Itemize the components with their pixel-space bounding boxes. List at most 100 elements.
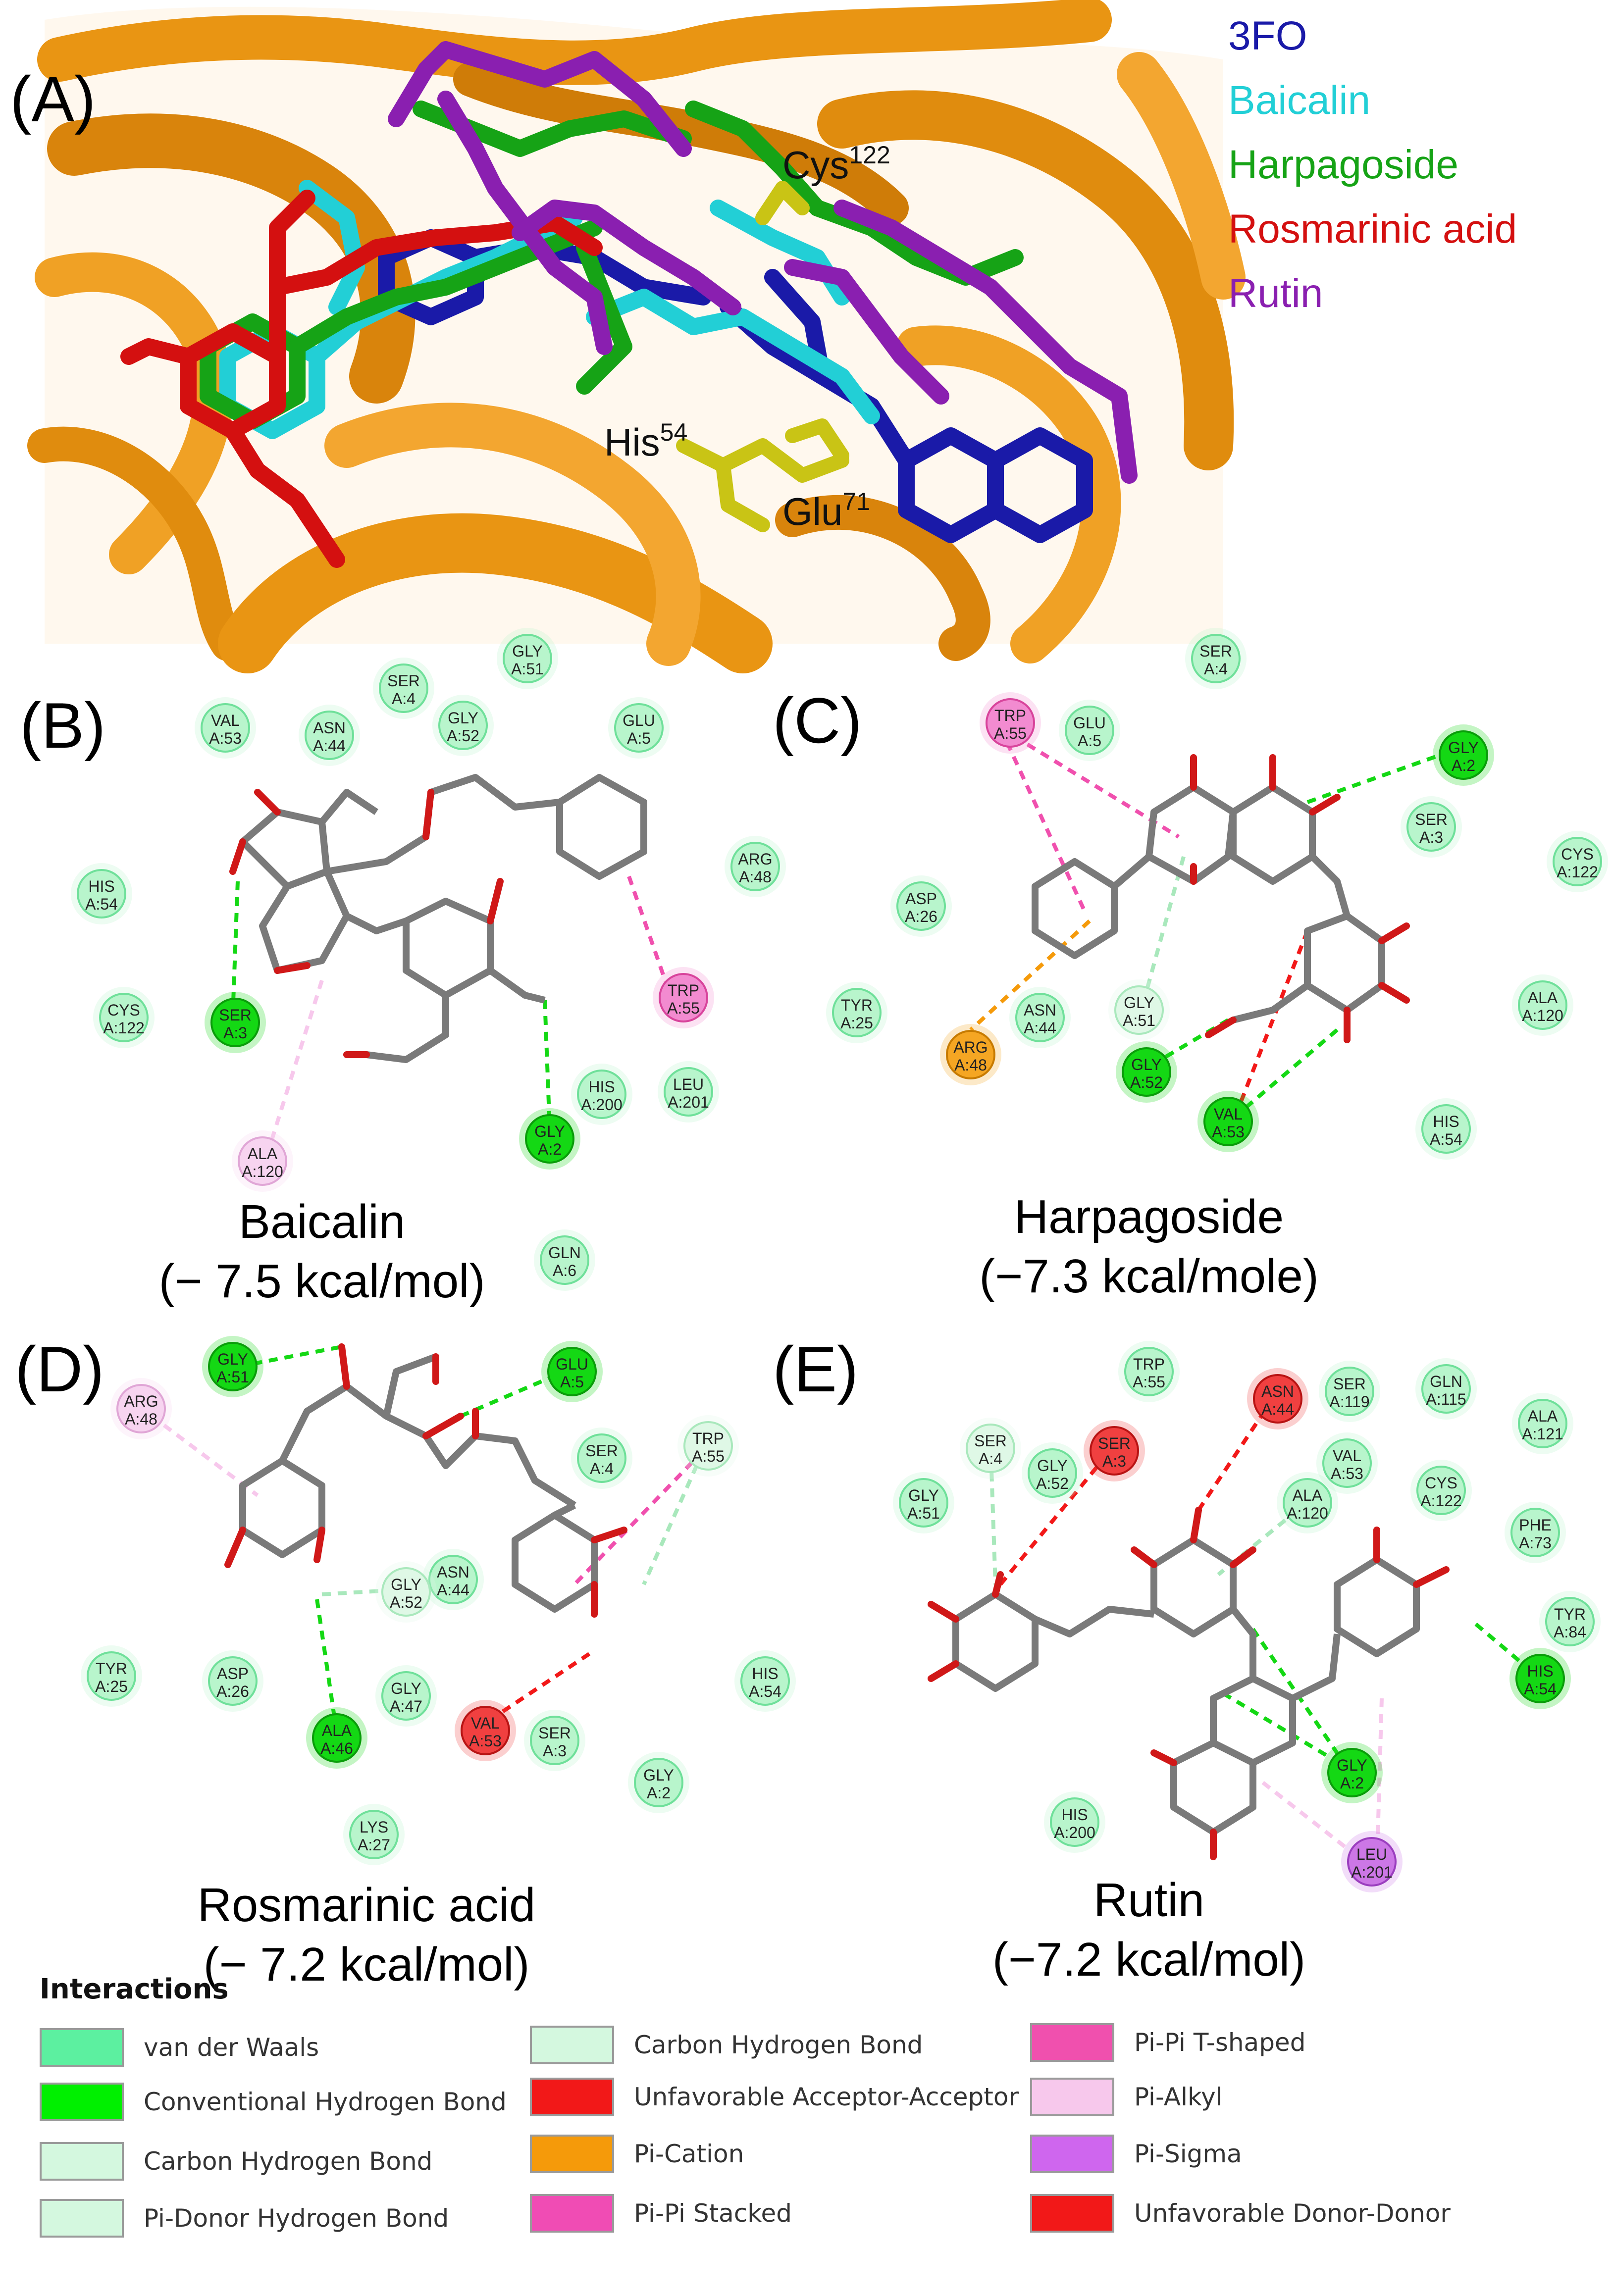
residue-circle xyxy=(238,1136,287,1186)
legend-label: Pi-Donor Hydrogen Bond xyxy=(144,2204,449,2233)
residue-chain-id: A:5 xyxy=(1078,732,1101,750)
residues-e: TRPA:55ASNA:44SERA:119GLNA:115ALAA:121SE… xyxy=(893,1341,1601,1892)
residue-name: LEU xyxy=(1356,1845,1387,1863)
legend-swatch xyxy=(530,2078,614,2116)
molecule-baicalin-oxygens xyxy=(229,789,504,1058)
residue-circle xyxy=(1518,980,1567,1030)
residue-circle xyxy=(614,703,664,753)
residue-name: PHE xyxy=(1519,1516,1552,1534)
residue-circle xyxy=(832,988,882,1037)
residue-chain-id: A:120 xyxy=(242,1163,283,1180)
residue-chain-id: A:25 xyxy=(95,1678,128,1695)
residue-chain-id: A:201 xyxy=(1351,1863,1393,1881)
residue-name: ALA xyxy=(248,1145,278,1163)
residue-circle xyxy=(1421,1104,1471,1154)
legend-rutin: Rutin xyxy=(1228,271,1323,316)
residue-circle xyxy=(634,1758,683,1807)
legend-item: Carbon Hydrogen Bond xyxy=(530,2023,923,2067)
residue-chain-id: A:53 xyxy=(209,729,242,747)
panel-b-ligand-name: Baicalin xyxy=(239,1195,405,1248)
residue-label-glu: Glu71 xyxy=(782,488,870,533)
residue-chain-id: A:48 xyxy=(954,1056,987,1074)
residue-circle xyxy=(1518,1399,1567,1448)
legend-item: Conventional Hydrogen Bond xyxy=(40,2080,507,2124)
ligand-rosmarinic-acid xyxy=(120,190,603,568)
residue-circle xyxy=(577,1433,626,1483)
residue-name: SER xyxy=(1098,1434,1131,1452)
residue-chain-id: A:54 xyxy=(749,1683,781,1700)
residue-circle xyxy=(899,1478,948,1528)
residue-circle xyxy=(1065,706,1114,755)
residue-name: HIS xyxy=(88,877,114,895)
residue-name: GLY xyxy=(1337,1756,1367,1774)
residue-circle xyxy=(1322,1438,1372,1488)
residue-name: SER xyxy=(387,672,420,690)
panel-d-energy: (− 7.2 kcal/mol) xyxy=(204,1938,530,1991)
residue-chain-id: A:4 xyxy=(1204,660,1228,678)
residue-chain-id: A:51 xyxy=(511,660,544,678)
residue-chain-id: A:53 xyxy=(1212,1123,1245,1141)
residue-name: ALA xyxy=(1528,989,1558,1007)
residue-chain-id: A:52 xyxy=(447,727,479,745)
residue-name: CYS xyxy=(1425,1474,1457,1492)
residue-circle xyxy=(1124,1347,1174,1396)
residue-name: ASP xyxy=(905,890,937,908)
residue-circle xyxy=(1545,1597,1595,1646)
legend-item: Pi-Cation xyxy=(530,2132,744,2176)
legend-swatch xyxy=(40,2028,124,2067)
legend-item: Unfavorable Donor-Donor xyxy=(1030,2191,1451,2236)
legend-label: Pi-Cation xyxy=(634,2140,744,2168)
panel-d-ligand-name: Rosmarinic acid xyxy=(198,1879,536,1932)
residue-chain-id: A:73 xyxy=(1519,1534,1552,1552)
residue-circle xyxy=(1406,802,1456,852)
residue-circle xyxy=(381,1567,431,1617)
residue-chain-id: A:115 xyxy=(1426,1390,1466,1408)
legend-label: Conventional Hydrogen Bond xyxy=(144,2088,507,2116)
residue-chain-id: A:55 xyxy=(1133,1373,1165,1391)
residue-name: ASN xyxy=(1261,1382,1294,1400)
residue-circle xyxy=(1439,730,1488,780)
residue-chain-id: A:47 xyxy=(390,1697,422,1715)
residue-name: ASP xyxy=(217,1665,249,1683)
residue-circle xyxy=(740,1656,790,1706)
panel-e-ligand-name: Rutin xyxy=(1093,1874,1204,1927)
residue-name: GLY xyxy=(512,642,543,660)
legend-swatch xyxy=(1030,2194,1114,2233)
residue-label-his: His54 xyxy=(604,418,687,464)
residues-d: GLYA:51GLUA:5ARGA:48SERA:4TRPA:55ASNA:44… xyxy=(81,1336,796,1865)
residue-name: GLY xyxy=(448,709,478,727)
residue-circle xyxy=(312,1713,362,1763)
residue-name: ASN xyxy=(313,719,346,737)
residue-name: GLN xyxy=(548,1244,581,1262)
residue-circle xyxy=(116,1384,166,1433)
residue-chain-id: A:3 xyxy=(1102,1452,1126,1470)
residue-name: SER xyxy=(1415,811,1448,828)
residue-circle xyxy=(1416,1466,1466,1515)
residue-name: LYS xyxy=(360,1818,388,1836)
interaction-lines-b xyxy=(231,875,671,1155)
residue-chain-id: A:52 xyxy=(390,1593,422,1611)
panel-a-label: (A) xyxy=(10,63,96,135)
residue-chain-id: A:120 xyxy=(1522,1007,1563,1024)
legend-label: Pi-Pi Stacked xyxy=(634,2199,792,2228)
residue-chain-id: A:201 xyxy=(668,1093,709,1111)
residue-name: TRP xyxy=(692,1429,724,1447)
legend-swatch xyxy=(1030,2135,1114,2173)
